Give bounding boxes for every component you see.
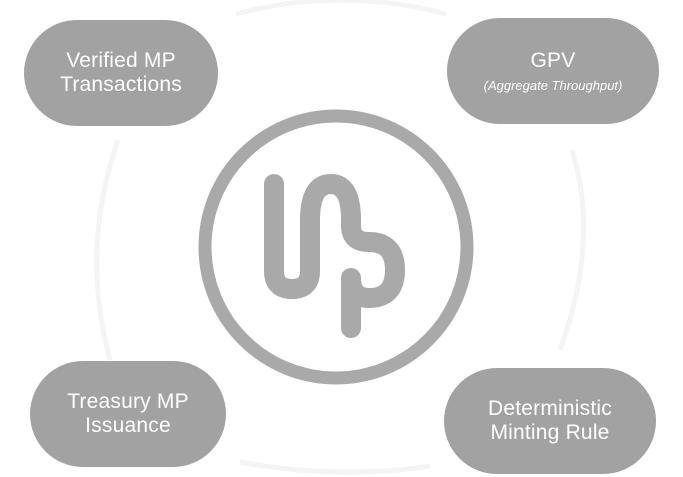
- treasury-mp-issuance-node: Treasury MP Issuance: [30, 361, 226, 467]
- logo-mp-monogram: [264, 174, 405, 338]
- verified-mp-transactions-node: Verified MP Transactions: [24, 20, 218, 126]
- node-label-title: GPV: [530, 48, 576, 72]
- node-label-line1: Treasury MP: [67, 390, 189, 413]
- node-label-line1: Deterministic: [488, 397, 612, 420]
- logo-ring: [198, 109, 474, 385]
- node-label-line2: Transactions: [60, 73, 182, 96]
- mp-logo-icon: [198, 109, 474, 385]
- node-label-line2: Issuance: [85, 414, 171, 437]
- node-label-line2: Minting Rule: [490, 421, 610, 444]
- node-label-line1: Verified MP: [66, 49, 176, 72]
- gpv-node: GPV (Aggregate Throughput): [447, 18, 659, 124]
- deterministic-minting-rule-node: Deterministic Minting Rule: [444, 368, 656, 474]
- node-label-subtitle: (Aggregate Throughput): [483, 77, 623, 93]
